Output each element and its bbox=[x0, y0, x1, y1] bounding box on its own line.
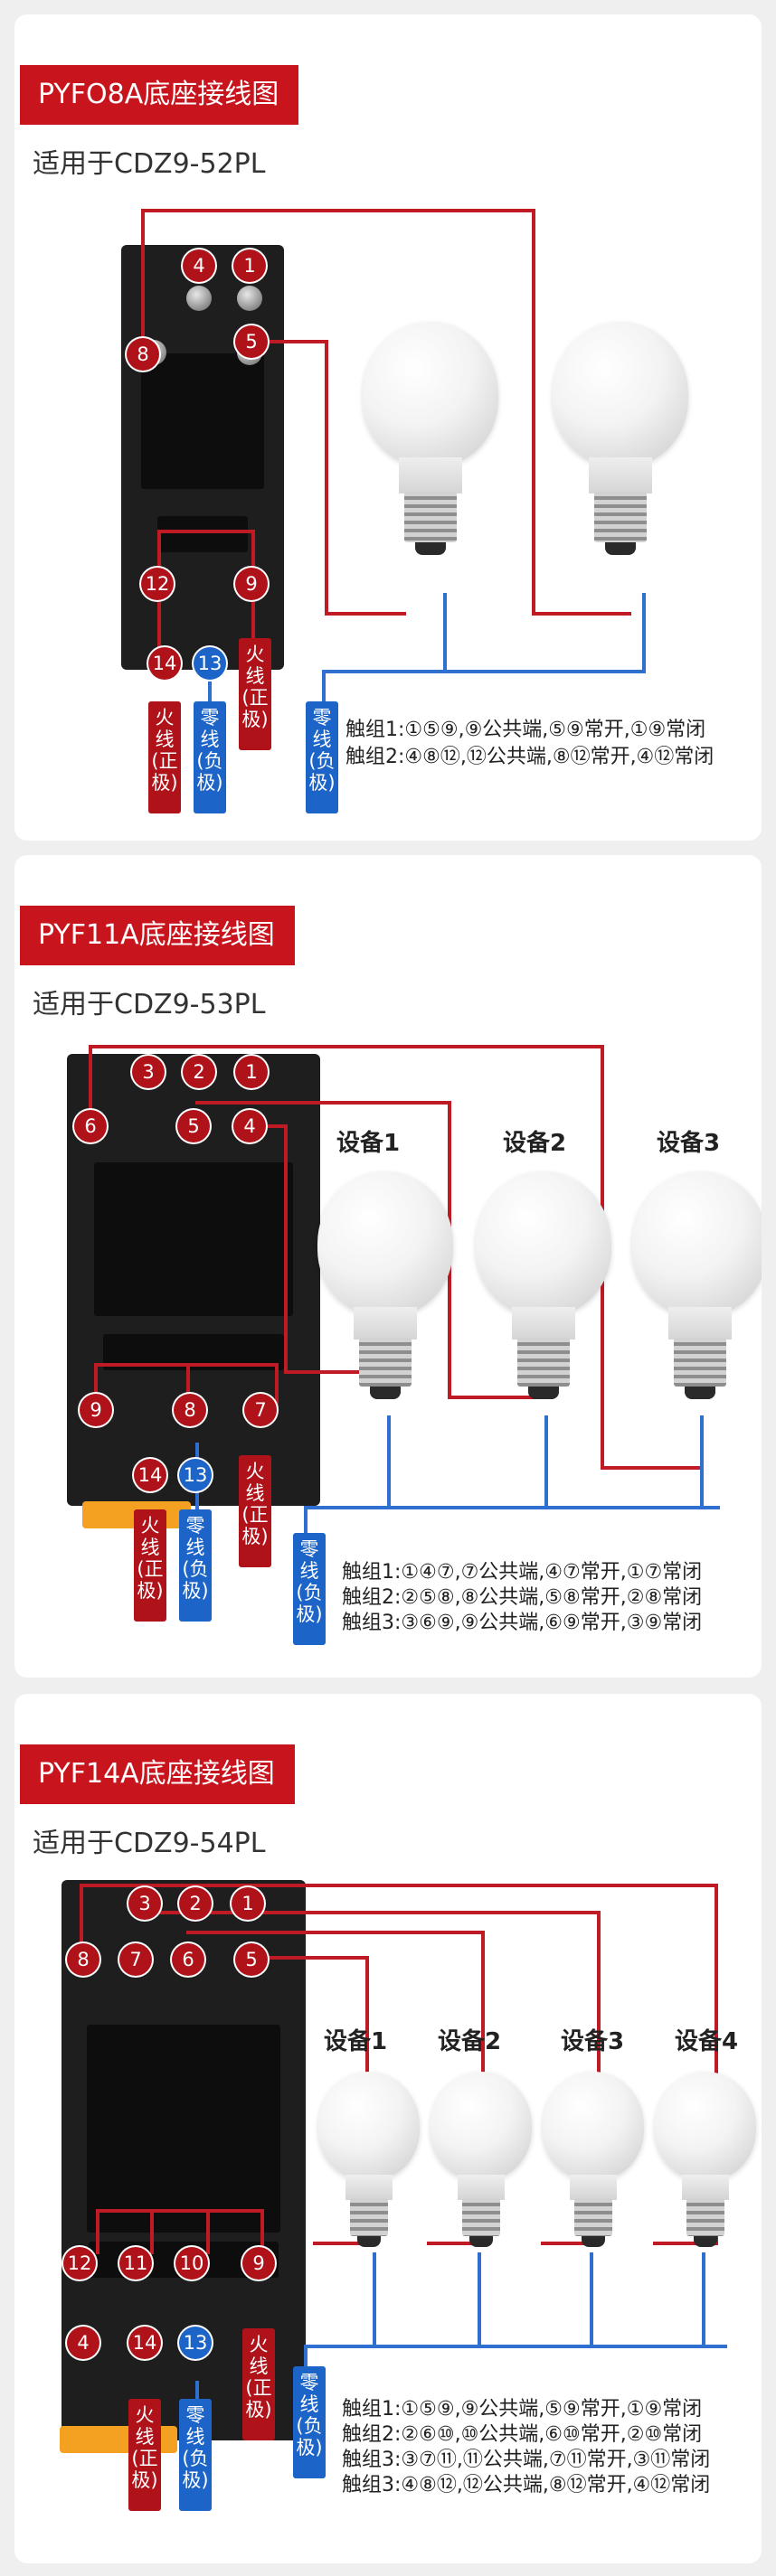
neutral-wire-label: 零线(负极) bbox=[179, 2399, 212, 2511]
live-wire-label: 火线(正极) bbox=[242, 2328, 275, 2440]
device-label: 设备4 bbox=[675, 2028, 739, 2055]
pin-5: 5 bbox=[235, 1943, 268, 1976]
live-wire-label: 火线(正极) bbox=[239, 1455, 271, 1567]
pin-14: 14 bbox=[148, 647, 181, 680]
pin-7: 7 bbox=[244, 1394, 277, 1426]
pin-14: 14 bbox=[134, 1459, 166, 1491]
bulb-icon bbox=[553, 322, 688, 593]
contact-note: 触组1:①⑤⑨,⑨公共端,⑤⑨常开,①⑨常闭 bbox=[342, 2398, 703, 2421]
live-wire-label: 火线(正极) bbox=[134, 1509, 166, 1622]
contact-note: 触组3:③⑦⑪,⑪公共端,⑦⑪常开,③⑪常闭 bbox=[342, 2449, 711, 2471]
pin-11: 11 bbox=[119, 2247, 152, 2280]
pin-14: 14 bbox=[128, 2327, 161, 2359]
pin-9: 9 bbox=[235, 568, 268, 600]
device-label: 设备2 bbox=[503, 1130, 567, 1157]
pin-5: 5 bbox=[235, 325, 268, 358]
bulb-icon bbox=[363, 322, 498, 593]
bulb-icon bbox=[317, 1171, 453, 1424]
section-title: PYF14A底座接线图 bbox=[20, 1744, 295, 1804]
contact-note: 触组1:①④⑦,⑦公共端,④⑦常开,①⑦常闭 bbox=[342, 1561, 703, 1584]
contact-note: 触组2:②⑥⑩,⑩公共端,⑥⑩常开,②⑩常闭 bbox=[342, 2423, 703, 2446]
pin-2: 2 bbox=[183, 1056, 215, 1088]
pin-5: 5 bbox=[177, 1110, 210, 1142]
pin-4: 4 bbox=[67, 2327, 99, 2359]
pin-9: 9 bbox=[80, 1394, 112, 1426]
live-wire-label: 火线(正极) bbox=[128, 2399, 161, 2511]
pin-1: 1 bbox=[232, 1887, 264, 1920]
pin-13: 13 bbox=[194, 647, 226, 680]
device-label: 设备1 bbox=[336, 1130, 401, 1157]
pin-8: 8 bbox=[127, 338, 159, 371]
section-title: PYF11A底座接线图 bbox=[20, 906, 295, 965]
pin-8: 8 bbox=[67, 1943, 99, 1976]
terminal-screw bbox=[237, 286, 262, 311]
bulb-icon bbox=[476, 1171, 611, 1424]
contact-note: 触组2:④⑧⑫,⑫公共端,⑧⑫常开,④⑫常闭 bbox=[345, 746, 714, 768]
pin-1: 1 bbox=[235, 1056, 268, 1088]
bulb-icon bbox=[655, 2072, 756, 2261]
pin-6: 6 bbox=[74, 1110, 107, 1142]
bulb-icon bbox=[543, 2072, 644, 2261]
pin-2: 2 bbox=[179, 1887, 212, 1920]
live-wire-label: 火线(正极) bbox=[148, 701, 181, 813]
contact-note: 触组3:④⑧⑫,⑫公共端,⑧⑫常开,④⑫常闭 bbox=[342, 2474, 711, 2496]
device-label: 设备1 bbox=[324, 2028, 388, 2055]
pin-6: 6 bbox=[172, 1943, 204, 1976]
pin-8: 8 bbox=[174, 1394, 206, 1426]
relay-socket-base bbox=[121, 245, 284, 670]
pin-13: 13 bbox=[179, 2327, 212, 2359]
contact-note: 触组2:②⑤⑧,⑧公共端,⑤⑧常开,②⑧常闭 bbox=[342, 1586, 703, 1609]
pin-7: 7 bbox=[119, 1943, 152, 1976]
pin-12: 12 bbox=[141, 568, 174, 600]
pin-3: 3 bbox=[132, 1056, 165, 1088]
bulb-icon bbox=[431, 2072, 532, 2261]
section-title: PYFO8A底座接线图 bbox=[20, 65, 299, 125]
live-wire-label: 火线(正极) bbox=[239, 638, 271, 750]
neutral-wire-label: 零线(负极) bbox=[306, 701, 338, 813]
pin-1: 1 bbox=[233, 249, 266, 282]
section-pyf11a: PYF11A底座接线图 适用于CDZ9-53PL 3 2 1 6 5 4 9 8… bbox=[14, 855, 762, 1678]
section-pyfo8a: PYFO8A底座接线图 适用于CDZ9-52PL 4 1 8 5 12 9 14… bbox=[14, 14, 762, 841]
section-subtitle: 适用于CDZ9-53PL bbox=[33, 989, 266, 1020]
pin-4: 4 bbox=[183, 249, 215, 282]
pin-10: 10 bbox=[175, 2247, 208, 2280]
pin-12: 12 bbox=[63, 2247, 96, 2280]
terminal-screw bbox=[186, 286, 212, 311]
section-pyf14a: PYF14A底座接线图 适用于CDZ9-54PL 3 2 1 8 7 6 5 1… bbox=[14, 1694, 762, 2563]
contact-note: 触组3:③⑥⑨,⑨公共端,⑥⑨常开,③⑨常闭 bbox=[342, 1612, 703, 1634]
pin-3: 3 bbox=[128, 1887, 161, 1920]
section-subtitle: 适用于CDZ9-52PL bbox=[33, 148, 266, 180]
neutral-wire-label: 零线(负极) bbox=[293, 1533, 326, 1645]
neutral-wire-label: 零线(负极) bbox=[293, 2366, 326, 2478]
neutral-wire-label: 零线(负极) bbox=[194, 701, 226, 813]
device-label: 设备2 bbox=[438, 2028, 502, 2055]
bulb-icon bbox=[318, 2072, 420, 2261]
device-label: 设备3 bbox=[561, 2028, 625, 2055]
section-subtitle: 适用于CDZ9-54PL bbox=[33, 1828, 266, 1859]
device-label: 设备3 bbox=[657, 1130, 721, 1157]
neutral-wire-label: 零线(负极) bbox=[179, 1509, 212, 1622]
contact-note: 触组1:①⑤⑨,⑨公共端,⑤⑨常开,①⑨常闭 bbox=[345, 719, 706, 741]
bulb-icon bbox=[632, 1171, 762, 1424]
pin-13: 13 bbox=[179, 1459, 212, 1491]
pin-9: 9 bbox=[242, 2247, 275, 2280]
pin-4: 4 bbox=[233, 1110, 266, 1142]
